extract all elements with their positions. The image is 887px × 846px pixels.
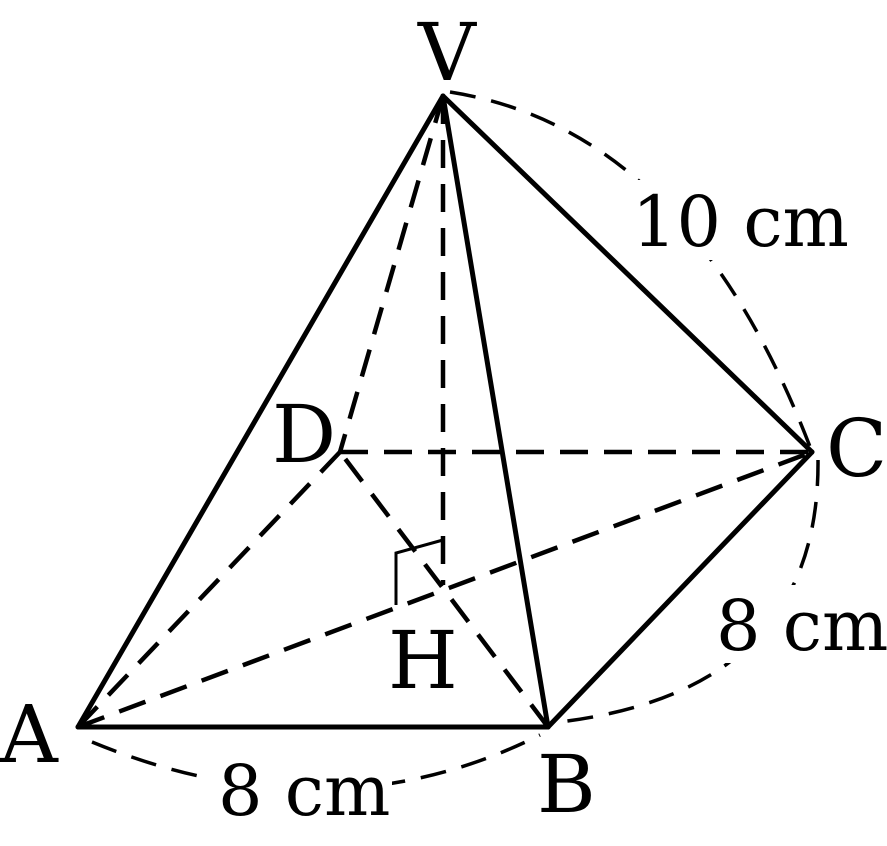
vertex-label-a: A xyxy=(0,688,59,781)
label-bg-ab xyxy=(212,752,392,830)
vertex-label-c: C xyxy=(826,402,887,495)
arc-bc xyxy=(559,459,820,724)
measure-label-vc: 10 cm xyxy=(632,181,849,263)
vertex-label-h: H xyxy=(388,614,458,707)
arc-ab xyxy=(91,733,541,791)
edge-va xyxy=(75,93,446,730)
edge-vd xyxy=(337,95,446,453)
measure-label-bc: 8 cm xyxy=(716,585,887,667)
label-bg-bc xyxy=(708,585,883,663)
label-bg-vc xyxy=(625,180,840,260)
vertex-label-v: V xyxy=(417,6,477,99)
edge-ad xyxy=(76,450,342,729)
measure-label-ab: 8 cm xyxy=(218,750,390,832)
vertex-label-b: B xyxy=(537,738,596,831)
edge-bc xyxy=(545,449,815,730)
arc-vc xyxy=(449,90,814,453)
edge-vc xyxy=(440,93,815,455)
vertex-label-d: D xyxy=(272,388,336,481)
diagonal-bd xyxy=(338,450,550,729)
right-angle-mark xyxy=(394,538,444,605)
edge-vb xyxy=(440,93,551,730)
